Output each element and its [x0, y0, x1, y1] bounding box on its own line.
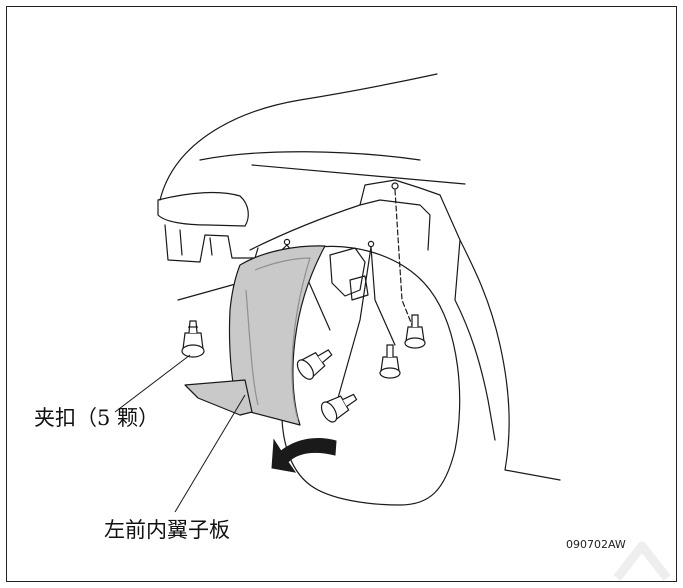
push-clip-icon: [181, 314, 426, 423]
headlamp-outline: [157, 191, 249, 227]
body-line: [251, 164, 466, 185]
hood-outline: [159, 73, 438, 201]
liner-leader: [174, 394, 246, 513]
hood-edge: [199, 151, 421, 161]
watermark-chevron-icon: [613, 541, 671, 581]
mount-hole: [283, 238, 291, 246]
mount-hole: [367, 240, 375, 248]
figure-code: 090702AW: [566, 538, 626, 551]
figure-frame: [6, 6, 677, 582]
curved-arrow-icon: [271, 438, 337, 473]
liner-callout-label: 左前内翼子板: [104, 518, 230, 542]
bumper-lower: [164, 224, 259, 263]
clips-leader: [114, 354, 191, 413]
mount-hole: [391, 182, 399, 190]
fender-bracket: [329, 247, 366, 297]
inner-fender-liner: [184, 245, 326, 426]
clips-callout-label: 夹扣（5 颗）: [34, 406, 160, 430]
fender-shell: [249, 179, 561, 481]
